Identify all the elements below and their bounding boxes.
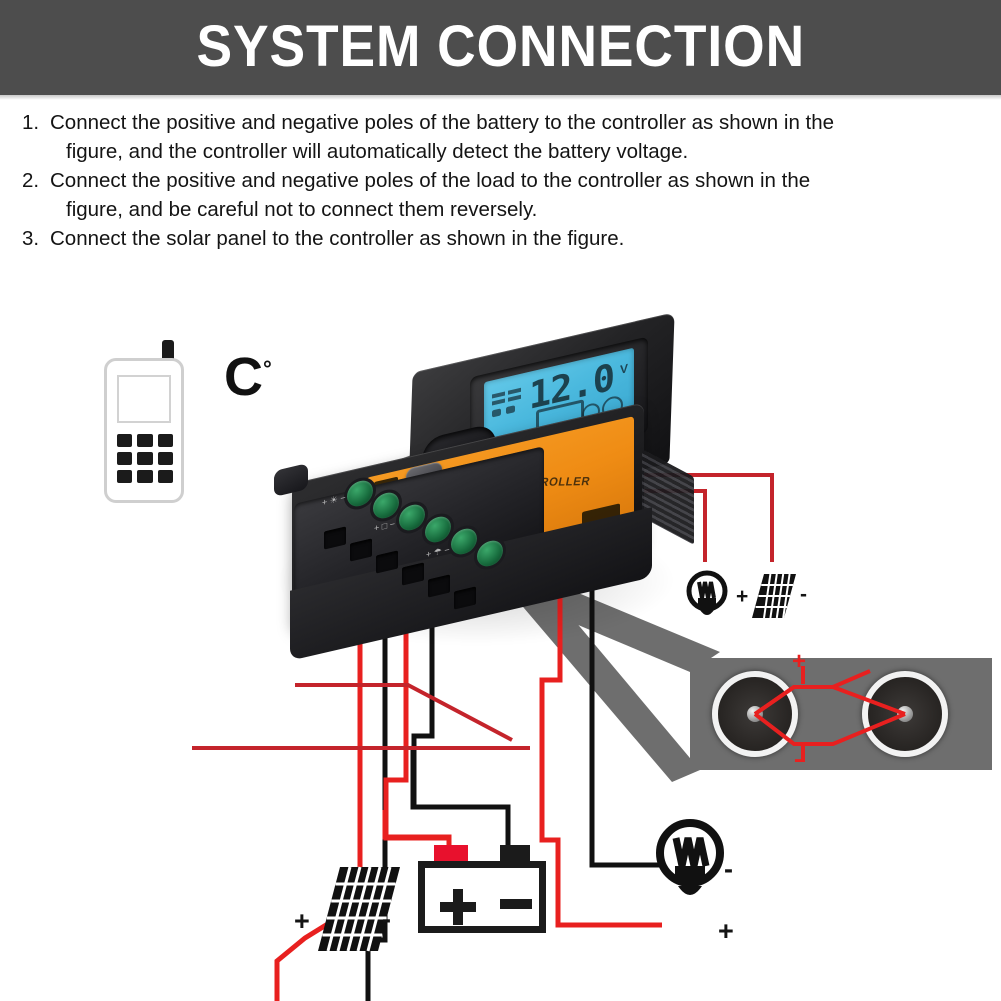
minus-sign-right-panel: -	[800, 583, 807, 606]
phone-key	[117, 470, 133, 483]
phone-screen	[117, 375, 171, 423]
instruction-list: 1. Connect the positive and negative pol…	[0, 108, 1001, 253]
header-shadow	[0, 95, 1001, 100]
list-item: 1. Connect the positive and negative pol…	[0, 108, 1001, 166]
plus-sign-callout: +	[792, 648, 807, 675]
wiring-diagram: 12.0 V SOLAR CHARGE CONTROLLER	[0, 300, 1001, 1001]
terminal-polarity-lines	[753, 666, 906, 762]
phone-key	[157, 452, 173, 465]
instruction-body: Connect the solar panel to the controlle…	[50, 224, 977, 253]
minus-sign-solar-panel: -	[382, 904, 391, 934]
phone-key	[117, 452, 133, 465]
plus-sign-solar-panel: +	[294, 906, 310, 936]
temperature-label: C°	[224, 342, 272, 404]
plus-sign-bulb: +	[718, 916, 734, 946]
page-title: SYSTEM CONNECTION	[196, 13, 805, 79]
instruction-number: 3.	[22, 227, 40, 250]
instruction-number: 1.	[22, 111, 40, 134]
battery-plus-symbol	[440, 889, 476, 925]
phone-key	[137, 434, 153, 447]
instruction-line-1: Connect the positive and negative poles …	[50, 169, 811, 192]
phone-key	[157, 434, 173, 447]
instruction-number: 2.	[22, 169, 40, 192]
instruction-line-1: Connect the solar panel to the controlle…	[50, 227, 625, 250]
battery-negative-cap	[500, 845, 530, 863]
light-bulb-icon	[686, 570, 728, 622]
battery-icon	[418, 845, 546, 933]
degree-symbol: °	[263, 356, 272, 381]
phone-keypad	[117, 434, 173, 483]
solar-panel-icon	[318, 865, 400, 953]
page-header: SYSTEM CONNECTION	[0, 0, 1001, 95]
minus-sign-bulb: -	[724, 854, 733, 884]
lcd-status-icons	[492, 386, 530, 421]
instruction-body: Connect the positive and negative poles …	[50, 166, 977, 224]
instruction-body: Connect the positive and negative poles …	[50, 108, 977, 166]
mobile-phone-icon	[104, 340, 190, 505]
instruction-line-2: figure, and the controller will automati…	[66, 140, 689, 163]
instruction-line-1: Connect the positive and negative poles …	[50, 111, 835, 134]
list-item: 2. Connect the positive and negative pol…	[0, 166, 1001, 224]
phone-key	[157, 470, 173, 483]
phone-key	[137, 470, 153, 483]
temperature-letter: C	[224, 347, 263, 407]
battery-terminal-callout: + -	[690, 650, 992, 773]
plus-sign-right-panel: +	[736, 585, 749, 608]
light-bulb-icon	[655, 818, 725, 908]
battery-case	[418, 861, 546, 933]
instruction-line-2: figure, and be careful not to connect th…	[66, 198, 538, 221]
solar-panel-icon	[752, 572, 796, 620]
battery-positive-cap	[434, 845, 468, 863]
solar-charge-controller: 12.0 V SOLAR CHARGE CONTROLLER	[270, 312, 694, 665]
phone-key	[117, 434, 133, 447]
battery-minus-symbol	[500, 899, 532, 909]
minus-sign-callout: -	[794, 746, 802, 773]
lcd-voltage-unit: V	[619, 361, 628, 377]
list-item: 3. Connect the solar panel to the contro…	[0, 224, 1001, 253]
phone-key	[137, 452, 153, 465]
